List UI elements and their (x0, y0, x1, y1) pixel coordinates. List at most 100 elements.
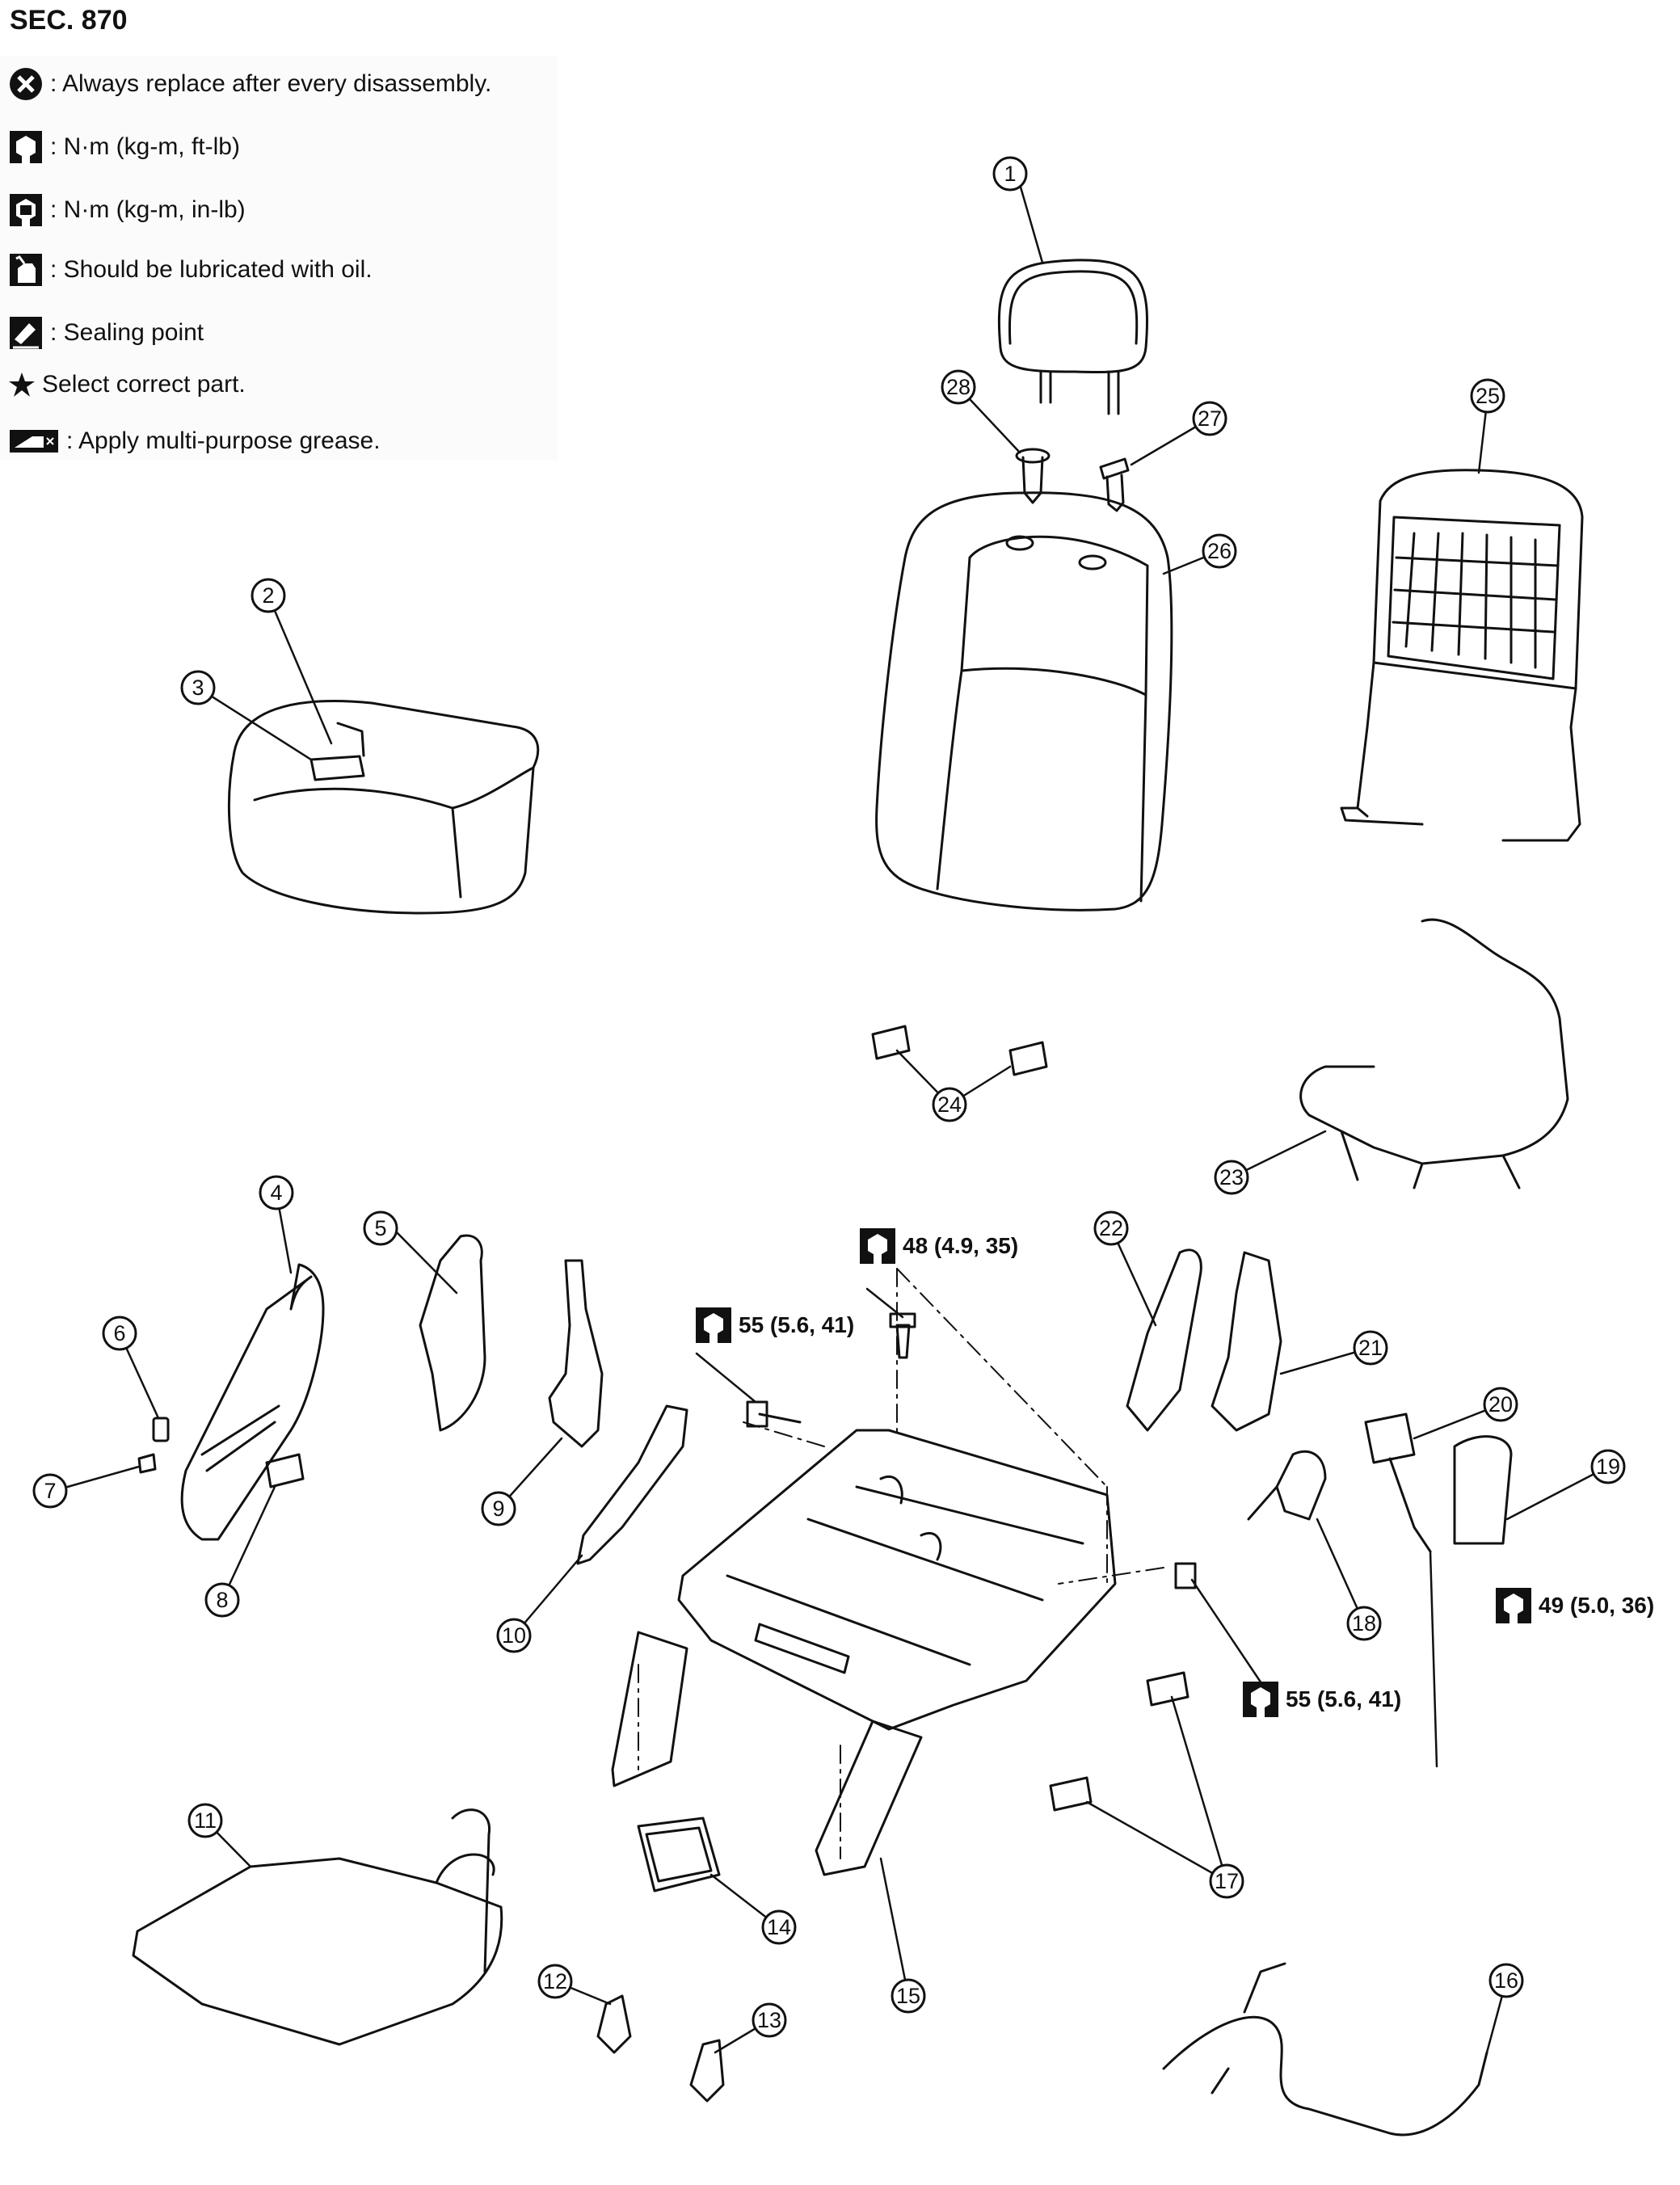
callout-number: 20 (1488, 1392, 1513, 1417)
seatback-frame-part (1340, 469, 1584, 842)
legend-text: : Always replace after every disassembly… (50, 70, 492, 97)
callout-number: 24 (937, 1092, 962, 1117)
torque-icon (860, 1228, 895, 1264)
callout-number: 26 (1207, 539, 1232, 563)
callout-11: 11 (187, 1803, 223, 1838)
torque-value: 48 (4.9, 35) (903, 1233, 1019, 1258)
callout-number: 1 (1004, 162, 1016, 186)
torque-value: 55 (5.6, 41) (1286, 1686, 1402, 1711)
cover-9 (548, 1259, 604, 1448)
callout-number: 4 (270, 1181, 282, 1205)
torque-label-55-right: 55 (5.6, 41) (1242, 1679, 1401, 1720)
legend-text: : Apply multi-purpose grease. (66, 427, 381, 454)
bolt-55-right (1174, 1562, 1197, 1589)
legend-panel (0, 57, 558, 461)
callout-number: 7 (44, 1479, 56, 1503)
callout-13: 13 (752, 2002, 787, 2038)
callout-number: 25 (1476, 384, 1500, 408)
callout-number: 22 (1099, 1216, 1123, 1240)
callout-number: 14 (767, 1915, 791, 1939)
legend-text: Select correct part. (42, 371, 246, 398)
oil-can-icon (10, 254, 42, 286)
legend-text: : N·m (kg-m, in-lb) (50, 196, 246, 223)
callout-number: 10 (502, 1623, 526, 1648)
callout-28: 28 (941, 369, 976, 405)
cover-21 (1211, 1251, 1282, 1432)
callout-number: 3 (192, 676, 204, 700)
callout-25: 25 (1470, 378, 1505, 414)
torque-icon (696, 1307, 731, 1343)
callout-27: 27 (1192, 401, 1227, 436)
clip-6 (152, 1417, 170, 1442)
callout-15: 15 (891, 1978, 926, 2014)
callout-number: 12 (543, 1969, 567, 1993)
clip-24 (871, 1025, 1048, 1076)
buckle-20 (1364, 1412, 1432, 1553)
callout-number: 15 (896, 1984, 920, 2008)
torque-value: 49 (5.0, 36) (1539, 1593, 1655, 1618)
legend-text: : N·m (kg-m, ft-lb) (50, 133, 240, 160)
harness-16 (1162, 1962, 1488, 2137)
module-14 (637, 1817, 721, 1892)
legend-row-replace: : Always replace after every disassembly… (8, 66, 491, 102)
always-replace-icon (10, 68, 42, 100)
grease-icon (10, 430, 58, 453)
legend-text: : Should be lubricated with oil. (50, 256, 373, 283)
torque-inlb-icon (10, 194, 42, 228)
callout-number: 17 (1215, 1869, 1239, 1893)
callout-number: 27 (1198, 406, 1222, 431)
callout-number: 19 (1596, 1455, 1620, 1479)
section-title: SEC. 870 (10, 5, 128, 36)
bolt-55-left (746, 1400, 802, 1428)
torque-icon (1243, 1682, 1278, 1717)
alignment-lines (638, 1268, 1164, 1859)
callout-number: 18 (1352, 1611, 1376, 1636)
torque-label-49: 49 (5.0, 36) (1495, 1585, 1654, 1626)
seat-frame-part (611, 1429, 1117, 1876)
callout-17: 17 (1209, 1863, 1244, 1899)
callout-number: 6 (113, 1321, 125, 1345)
callout-10: 10 (496, 1618, 532, 1653)
legend-row-star: Select correct part. (8, 367, 246, 402)
cover-19 (1453, 1435, 1513, 1545)
callout-number: 16 (1494, 1968, 1518, 1993)
callout-23: 23 (1214, 1160, 1249, 1195)
torque-value: 55 (5.6, 41) (739, 1312, 855, 1337)
callout-22: 22 (1093, 1210, 1129, 1246)
cover-22 (1126, 1248, 1202, 1432)
legend-row-torque-ftlb: : N·m (kg-m, ft-lb) (8, 129, 240, 165)
torque-label-48: 48 (4.9, 35) (859, 1226, 1018, 1266)
callout-26: 26 (1202, 533, 1237, 569)
callout-8: 8 (204, 1582, 240, 1618)
callout-2: 2 (251, 578, 286, 613)
callout-number: 5 (374, 1216, 386, 1240)
callout-24: 24 (932, 1087, 967, 1122)
headrest-guide-28 (1015, 448, 1051, 504)
torque-ftlb-icon (10, 131, 42, 165)
clip-7 (137, 1453, 157, 1474)
callout-number: 28 (946, 375, 971, 399)
callout-number: 8 (216, 1588, 228, 1612)
callout-number: 23 (1219, 1165, 1244, 1189)
sealing-icon (10, 317, 42, 349)
callout-12: 12 (537, 1964, 573, 1999)
callout-7: 7 (32, 1473, 68, 1509)
knob-8 (265, 1453, 305, 1488)
callout-21: 21 (1353, 1330, 1388, 1366)
callout-19: 19 (1590, 1449, 1626, 1484)
callout-1: 1 (992, 156, 1028, 192)
legend-row-torque-inlb: : N·m (kg-m, in-lb) (8, 192, 246, 228)
callout-number: 13 (757, 2008, 781, 2032)
legend-row-oil: : Should be lubricated with oil. (8, 252, 373, 288)
callout-3: 3 (180, 670, 216, 705)
callout-number: 21 (1358, 1336, 1383, 1360)
callout-4: 4 (259, 1175, 294, 1210)
bracket-17 (1049, 1671, 1189, 1812)
callout-9: 9 (481, 1491, 516, 1526)
callout-20: 20 (1483, 1387, 1518, 1422)
callout-number: 9 (492, 1497, 504, 1521)
star-icon (9, 373, 35, 397)
seat-side-cover-part (180, 1263, 325, 1541)
harness-23 (1299, 918, 1569, 1189)
